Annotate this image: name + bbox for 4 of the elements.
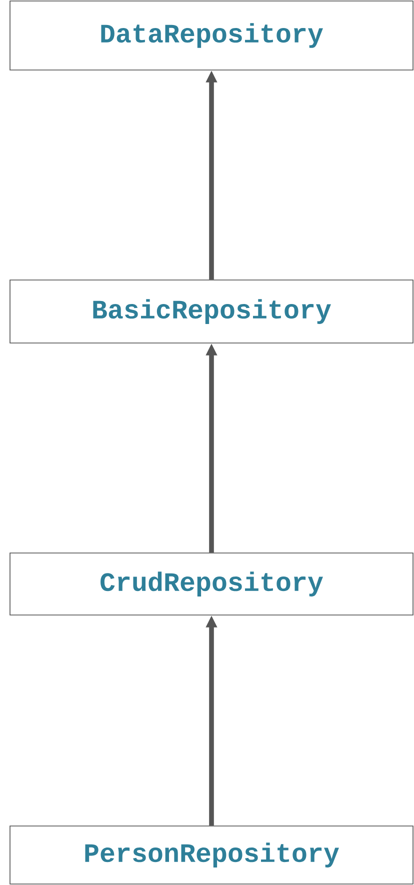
class-box: CrudRepository (10, 552, 414, 616)
class-box: PersonRepository (10, 826, 414, 884)
class-box: DataRepository (10, 0, 414, 70)
class-box: BasicRepository (10, 280, 414, 344)
